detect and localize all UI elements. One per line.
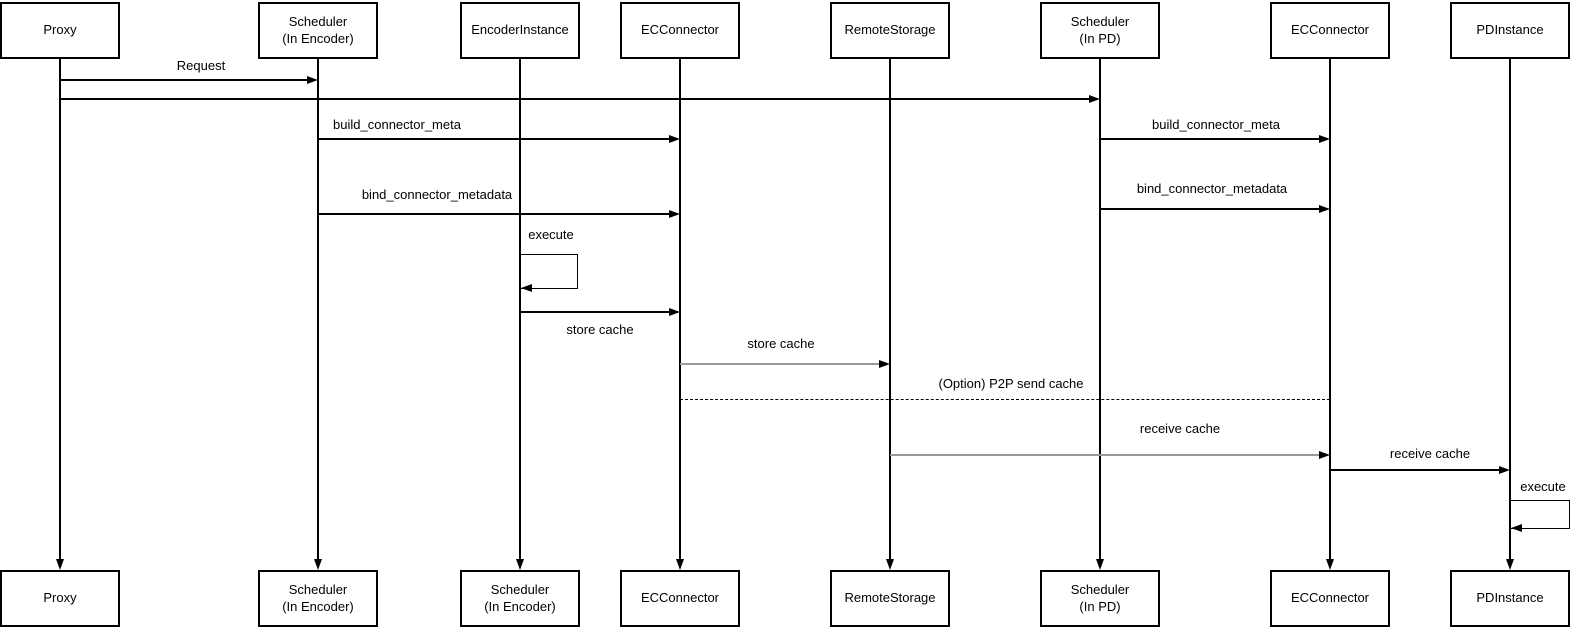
message-line-bind-connector-metadata-pd [1100,208,1320,210]
actor-label: PDInstance [1476,22,1544,38]
message-label-receive-cache-ec: receive cache [1139,421,1221,436]
message-label-store-cache-remote: store cache [747,336,815,351]
actor-label: Scheduler (In Encoder) [282,581,354,614]
lifeline-pdinstance [1509,59,1511,559]
arrowhead-right-icon [1499,465,1510,474]
arrowhead-right-icon [879,359,890,368]
arrowhead-right-icon [1319,204,1330,213]
arrowhead-down-icon [1505,559,1514,570]
message-line-build-connector-meta-pd [1100,138,1320,140]
actor-label: Scheduler (In PD) [1070,13,1130,46]
actor-top-pdinstance: PDInstance [1450,2,1570,59]
actor-top-ecconnector-left: ECConnector [620,2,740,59]
message-line-build-connector-meta-encoder [318,138,670,140]
message-label-execute-pd: execute [1520,479,1566,494]
arrowhead-down-icon [515,559,524,570]
arrowhead-left-icon [520,283,532,292]
actor-label: Proxy [43,590,77,606]
lifeline-ecconnector-right [1329,59,1331,559]
actor-label: ECConnector [1290,590,1370,606]
actor-bottom-scheduler-encoder: Scheduler (In Encoder) [258,570,378,627]
actor-bottom-scheduler-pd: Scheduler (In PD) [1040,570,1160,627]
actor-label: Proxy [43,22,77,38]
lifeline-encoder-instance [519,59,521,559]
message-self-loop-execute-encoder [520,254,578,289]
arrowhead-right-icon [669,209,680,218]
arrowhead-right-icon [1089,94,1100,103]
actor-top-proxy: Proxy [0,2,120,59]
arrowhead-right-icon [1319,134,1330,143]
message-line-store-cache-remote [680,362,879,366]
message-label-execute-encoder: execute [528,227,574,242]
actor-label: Scheduler (In Encoder) [282,13,354,46]
arrowhead-down-icon [1325,559,1334,570]
lifeline-scheduler-pd [1099,59,1101,559]
actor-label: Scheduler (In Encoder) [484,581,556,614]
actor-bottom-pdinstance: PDInstance [1450,570,1570,627]
actor-label: Scheduler (In PD) [1070,581,1130,614]
message-line-store-cache-encoder [520,311,670,313]
message-line-proxy-to-scheduler-pd [60,98,1090,100]
arrowhead-down-icon [313,559,322,570]
message-line-receive-cache-pd [1330,469,1500,471]
actor-top-remote-storage: RemoteStorage [830,2,950,59]
message-self-loop-execute-pd [1510,500,1570,529]
message-label-receive-cache-pd: receive cache [1389,446,1471,461]
lifeline-scheduler-encoder [317,59,319,559]
actor-bottom-scheduler-encoder-2: Scheduler (In Encoder) [460,570,580,627]
actor-top-encoder-instance: EncoderInstance [460,2,580,59]
actor-top-scheduler-encoder: Scheduler (In Encoder) [258,2,378,59]
lifeline-proxy [59,59,61,559]
actor-label: ECConnector [640,590,720,606]
arrowhead-right-icon [669,307,680,316]
arrowhead-down-icon [55,559,64,570]
message-label-build-connector-meta-encoder: build_connector_meta [333,117,461,132]
message-line-p2p-send-cache [680,399,1330,401]
message-label-request: Request [176,58,226,73]
message-label-bind-connector-metadata-encoder: bind_connector_metadata [361,187,513,202]
arrowhead-down-icon [675,559,684,570]
actor-label: RemoteStorage [844,590,936,606]
message-label-build-connector-meta-pd: build_connector_meta [1152,117,1280,132]
arrowhead-right-icon [669,134,680,143]
actor-bottom-ecconnector-right: ECConnector [1270,570,1390,627]
actor-label: ECConnector [640,22,720,38]
lifeline-ecconnector-left [679,59,681,559]
message-label-store-cache-encoder: store cache [566,322,634,337]
message-line-request [60,79,308,81]
arrowhead-left-icon [1510,523,1522,532]
message-line-receive-cache-ec [890,453,1319,457]
arrowhead-down-icon [1095,559,1104,570]
actor-label: RemoteStorage [844,22,936,38]
arrowhead-right-icon [307,75,318,84]
lifeline-remote-storage [889,59,891,559]
actor-label: PDInstance [1476,590,1544,606]
actor-label: EncoderInstance [471,22,569,38]
actor-label: ECConnector [1290,22,1370,38]
actor-top-scheduler-pd: Scheduler (In PD) [1040,2,1160,59]
actor-bottom-ecconnector-left: ECConnector [620,570,740,627]
actor-bottom-remote-storage: RemoteStorage [830,570,950,627]
actor-top-ecconnector-right: ECConnector [1270,2,1390,59]
actor-bottom-proxy: Proxy [0,570,120,627]
message-label-p2p-send-cache: (Option) P2P send cache [938,376,1084,391]
arrowhead-right-icon [1319,450,1330,459]
arrowhead-down-icon [885,559,894,570]
message-line-bind-connector-metadata-encoder [318,213,670,215]
message-label-bind-connector-metadata-pd: bind_connector_metadata [1136,181,1288,196]
